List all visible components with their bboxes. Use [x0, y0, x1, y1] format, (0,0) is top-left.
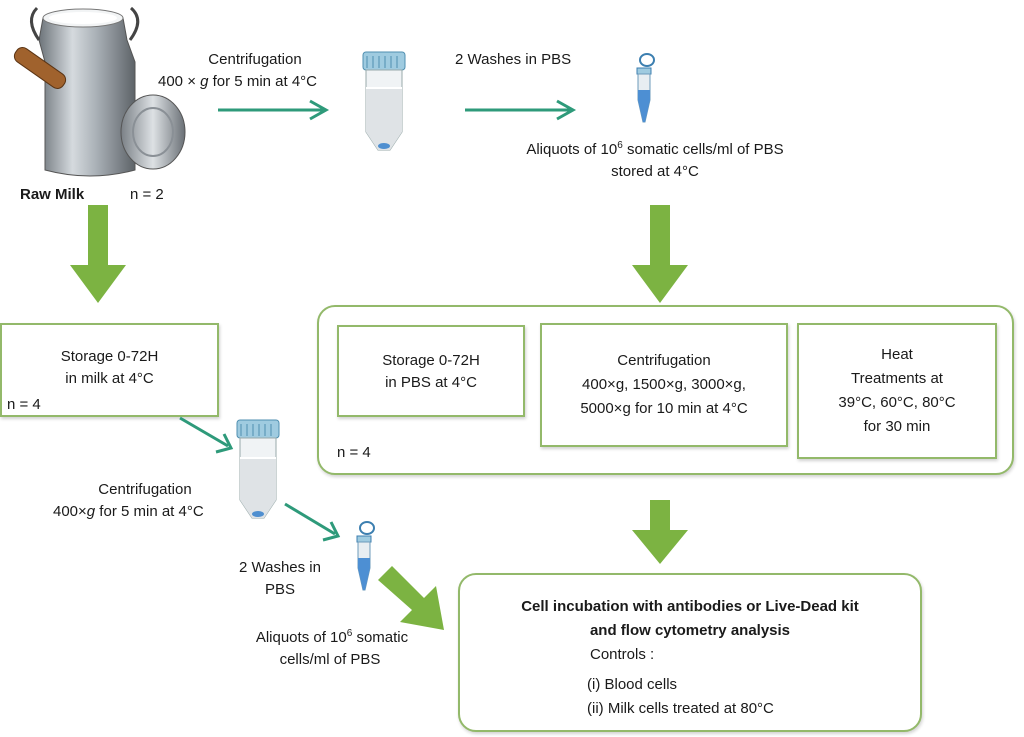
centrifuge-tube-icon — [362, 51, 406, 151]
centrifuge-tube-icon-2 — [236, 419, 280, 519]
centrifugation-box-line1: Centrifugation — [617, 352, 711, 369]
top-centrifugation-line2: 400 × g for 5 min at 4°C — [158, 73, 318, 90]
control-item-2: (ii) Milk cells treated at 80°C — [587, 700, 774, 717]
raw-milk-label: Raw Milk — [20, 186, 85, 203]
teal-arrow-1 — [218, 99, 330, 121]
eppendorf-tube-icon — [636, 53, 655, 123]
bottom-centrifugation-line2: 400×g for 5 min at 4°C — [53, 503, 204, 520]
bottom-centrifugation-line1: Centrifugation — [98, 481, 192, 498]
centrifugation-box: Centrifugation 400×g, 1500×g, 3000×g, 50… — [540, 323, 788, 447]
bottom-aliquots-line1: Aliquots of 106 somatic — [255, 628, 409, 647]
analysis-title-line2: and flow cytometry analysis — [589, 622, 791, 639]
storage-pbs-line1: Storage 0-72H — [382, 352, 480, 369]
centrifugation-box-line3: 5000×g for 10 min at 4°C — [580, 400, 748, 417]
green-arrow-down-right-bottom — [632, 500, 688, 564]
green-arrow-diagonal — [378, 566, 444, 630]
analysis-box: Cell incubation with antibodies or Live-… — [458, 573, 922, 732]
green-arrow-down-right-top — [632, 205, 688, 303]
storage-pbs-box: Storage 0-72H in PBS at 4°C — [337, 325, 525, 417]
raw-milk-n: n = 2 — [130, 186, 164, 203]
eppendorf-tube-icon-2 — [356, 521, 375, 591]
milk-can-icon — [13, 6, 186, 177]
control-item-1: (i) Blood cells — [587, 676, 678, 693]
top-centrifugation-line1: Centrifugation — [208, 51, 302, 68]
bottom-aliquots-line2: cells/ml of PBS — [279, 651, 381, 668]
bottom-washes-line2: PBS — [264, 581, 295, 598]
storage-milk-n: n = 4 — [7, 396, 41, 413]
storage-milk-line1: Storage 0-72H — [60, 348, 159, 365]
teal-arrow-3 — [179, 416, 234, 454]
analysis-title-line1: Cell incubation with antibodies or Live-… — [521, 598, 859, 615]
controls-label: Controls : — [590, 646, 655, 663]
storage-pbs-line2: in PBS at 4°C — [385, 374, 477, 391]
teal-arrow-2 — [465, 99, 577, 121]
bottom-washes-line1: 2 Washes in — [239, 559, 321, 576]
storage-milk-line2: in milk at 4°C — [65, 370, 154, 387]
heat-line3: 39°C, 60°C, 80°C — [838, 394, 956, 411]
teal-arrow-4 — [284, 502, 341, 542]
centrifugation-box-line2: 400×g, 1500×g, 3000×g, — [582, 376, 746, 393]
heat-line2: Treatments at — [851, 370, 943, 387]
top-aliquots-line2: stored at 4°C — [611, 163, 699, 180]
heat-line1: Heat — [881, 346, 913, 363]
green-arrow-down-left — [70, 205, 126, 303]
heat-treatments-box: Heat Treatments at 39°C, 60°C, 80°C for … — [797, 323, 997, 459]
top-washes-label: 2 Washes in PBS — [455, 51, 572, 68]
storage-milk-box: Storage 0-72H in milk at 4°C n = 4 — [0, 323, 219, 417]
top-aliquots-line1: Aliquots of 106 somatic cells/ml of PBS — [526, 140, 784, 159]
heat-line4: for 30 min — [863, 418, 931, 435]
pbs-group-n: n = 4 — [337, 444, 371, 461]
